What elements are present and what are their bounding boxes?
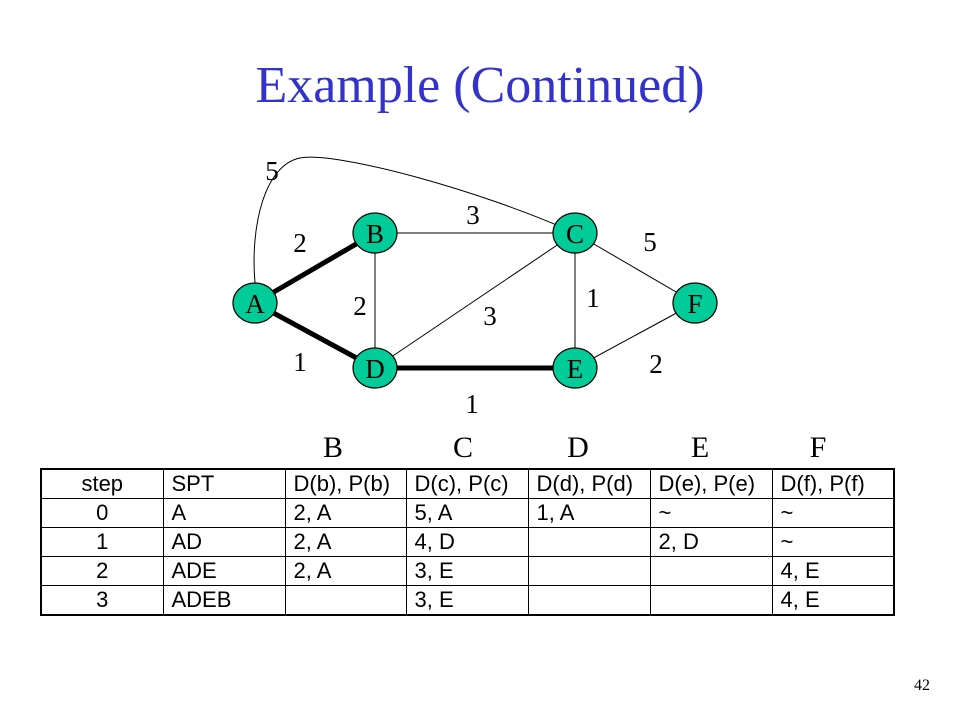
table-cell: 3, E xyxy=(405,585,529,616)
table-cell xyxy=(527,585,651,616)
table-header-cell: D(f), P(f) xyxy=(771,468,895,499)
edge-weight-a-d: 1 xyxy=(293,347,307,377)
table-cell: 0 xyxy=(40,498,164,528)
column-letter-c: C xyxy=(452,431,473,464)
node-b: B xyxy=(352,212,398,254)
node-e: E xyxy=(552,347,598,389)
edge-a-c xyxy=(253,156,576,284)
edge-weight-b-d: 2 xyxy=(353,291,367,321)
table-header-cell: D(d), P(d) xyxy=(527,468,651,499)
column-letter-e: E xyxy=(690,431,710,464)
table-header-cell: SPT xyxy=(162,468,286,499)
edge-weights: 2 5 1 3 2 3 1 5 1 2 xyxy=(265,156,663,419)
page-number: 42 xyxy=(914,677,930,694)
node-c: C xyxy=(552,212,598,254)
table-cell: 4, D xyxy=(405,527,529,557)
table-cell: ADEB xyxy=(162,585,286,616)
graph-diagram: 2 5 1 3 2 3 1 5 1 2 A B C D E F xyxy=(232,156,718,419)
slide-title: Example (Continued) xyxy=(255,57,705,114)
graph-edges xyxy=(253,156,696,371)
table-cell: 2, A xyxy=(284,556,407,586)
node-label: E xyxy=(567,354,584,384)
table-cell xyxy=(649,585,773,616)
node-label: A xyxy=(245,289,265,319)
node-label: D xyxy=(365,354,385,384)
node-circle xyxy=(672,282,718,324)
edge-weight-b-c: 3 xyxy=(466,200,480,230)
node-label: F xyxy=(687,289,702,319)
table-cell: 2, D xyxy=(649,527,773,557)
table-cell xyxy=(527,556,651,586)
node-a: A xyxy=(232,282,278,324)
table-cell: 3 xyxy=(40,585,164,616)
node-d: D xyxy=(352,347,398,389)
table-cell: 2, A xyxy=(284,527,407,557)
table-cell: 2 xyxy=(40,556,164,586)
table-cell: ~ xyxy=(649,498,773,528)
edge-e-f xyxy=(574,302,696,369)
table-header-cell: step xyxy=(40,468,164,499)
table-cell: A xyxy=(162,498,286,528)
column-letter-b: B xyxy=(322,431,343,464)
table-cell: ~ xyxy=(771,498,895,528)
node-circle xyxy=(552,347,598,389)
node-f: F xyxy=(672,282,718,324)
table-cell: ~ xyxy=(771,527,895,557)
edge-weight-c-f: 5 xyxy=(643,227,657,257)
node-label: C xyxy=(566,219,584,249)
column-letter-d: D xyxy=(567,431,589,464)
node-label: B xyxy=(366,219,384,249)
edge-weight-e-f: 2 xyxy=(649,349,663,379)
edge-c-f xyxy=(574,232,696,304)
table-header-cell: D(c), P(c) xyxy=(405,468,529,499)
edge-weight-c-d: 3 xyxy=(483,301,497,331)
node-circle xyxy=(352,347,398,389)
table-cell: 4, E xyxy=(771,556,895,586)
table-cell xyxy=(284,585,407,616)
node-circle xyxy=(232,282,278,324)
table-header-cell: D(e), P(e) xyxy=(649,468,773,499)
table-cell: 2, A xyxy=(284,498,407,528)
column-letter-row: B C D E F xyxy=(0,430,960,466)
edge-c-d xyxy=(374,232,576,369)
table-cell: AD xyxy=(162,527,286,557)
node-circle xyxy=(552,212,598,254)
edge-a-b xyxy=(253,230,377,306)
node-circle xyxy=(352,212,398,254)
table-cell: 4, E xyxy=(771,585,895,616)
table-header-cell: D(b), P(b) xyxy=(284,468,407,499)
table-cell: 3, E xyxy=(405,556,529,586)
table-cell xyxy=(649,556,773,586)
table-cell xyxy=(527,527,651,557)
table-cell: 1 xyxy=(40,527,164,557)
edge-a-d xyxy=(253,300,377,371)
table-cell: 5, A xyxy=(405,498,529,528)
graph-nodes: A B C D E F xyxy=(232,212,718,389)
edge-weight-c-e: 1 xyxy=(586,283,600,313)
column-letter-f: F xyxy=(809,431,827,464)
table-cell: ADE xyxy=(162,556,286,586)
edge-weight-a-c: 5 xyxy=(265,156,279,186)
edge-weight-d-e: 1 xyxy=(465,389,479,419)
table-cell: 1, A xyxy=(527,498,651,528)
edge-weight-a-b: 2 xyxy=(293,228,307,258)
